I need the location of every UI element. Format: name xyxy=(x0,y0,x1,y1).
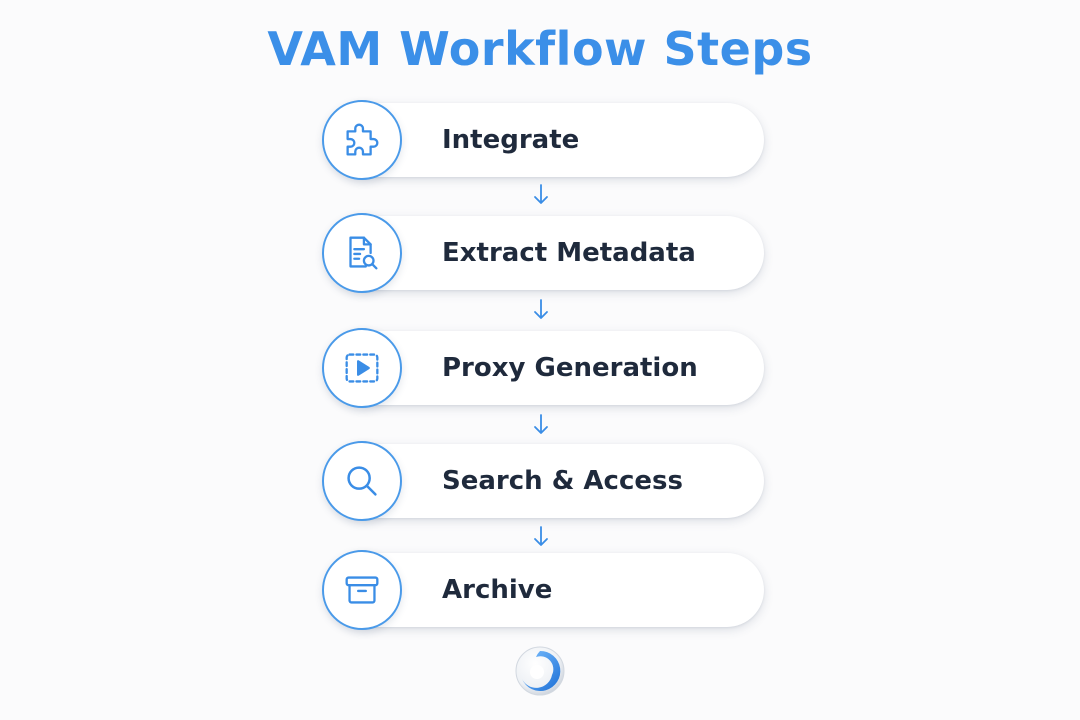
step-card xyxy=(330,331,764,405)
video-frame-play-icon xyxy=(322,328,402,408)
step-card xyxy=(330,553,764,627)
step-label: Archive xyxy=(442,575,553,605)
swirl-logo-icon xyxy=(514,645,566,697)
archive-box-icon xyxy=(322,550,402,630)
step-archive: Archive xyxy=(322,550,764,630)
step-label: Integrate xyxy=(442,125,580,155)
step-integrate: Integrate xyxy=(322,100,764,180)
step-label: Proxy Generation xyxy=(442,353,698,383)
puzzle-icon xyxy=(322,100,402,180)
step-proxy-generation: Proxy Generation xyxy=(322,328,764,408)
step-label: Extract Metadata xyxy=(442,238,696,268)
down-arrow-icon xyxy=(531,182,551,206)
step-extract-metadata: Extract Metadata xyxy=(322,213,764,293)
step-card xyxy=(330,444,764,518)
down-arrow-icon xyxy=(531,297,551,321)
down-arrow-icon xyxy=(531,412,551,436)
step-search-access: Search & Access xyxy=(322,441,764,521)
step-card xyxy=(330,216,764,290)
step-label: Search & Access xyxy=(442,466,683,496)
step-card xyxy=(330,103,764,177)
down-arrow-icon xyxy=(531,524,551,548)
magnifier-icon xyxy=(322,441,402,521)
document-search-icon xyxy=(322,213,402,293)
page-title: VAM Workflow Steps xyxy=(267,22,813,76)
